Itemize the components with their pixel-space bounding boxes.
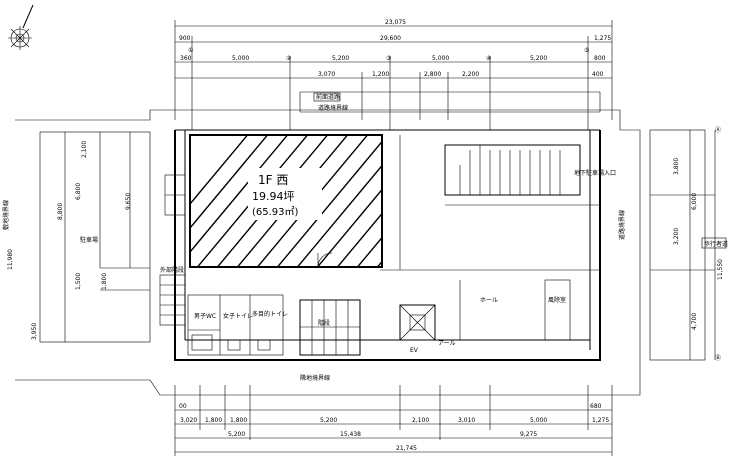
dim-seg2: 5,200 — [332, 55, 349, 62]
road-right-label: 歩行者道 — [704, 240, 728, 248]
dim-bottom-b: 1,800 — [205, 417, 222, 424]
dim-bottom-e: 2,100 — [412, 417, 429, 424]
dim-seg1: 5,000 — [232, 55, 249, 62]
elevator: EV — [399, 304, 436, 354]
dim-right-b: 6,000 — [691, 193, 698, 210]
wc-m-label: 男子WC — [194, 313, 216, 320]
road-top-label: 前面道路 — [316, 93, 340, 101]
dim-row2-d: 2,200 — [462, 71, 479, 78]
dim-bottom-d: 5,200 — [320, 417, 337, 424]
outdoor-stair-label: 外部階段 — [160, 266, 184, 274]
grid-marker-1: ① — [188, 47, 193, 54]
wc-f-label: 女子トイレ — [223, 312, 253, 320]
dim-left-f: 1,500 — [75, 273, 82, 290]
dim-sub-left: 360 — [180, 55, 192, 62]
dim-row2-a: 3,070 — [318, 71, 335, 78]
dim-row2-c: 2,800 — [424, 71, 441, 78]
right-dimensions: 3,800 6,000 3,200 4,700 11,550 歩行者道 道路境界… — [618, 126, 728, 362]
central-stairs: 階段 — [299, 299, 361, 356]
dim-span-main: 29,600 — [380, 35, 401, 42]
dim-left-g: 3,950 — [31, 323, 38, 340]
alley-label: 地下駐車場入口 — [574, 169, 616, 177]
dim-bottom-f: 3,010 — [458, 417, 475, 424]
dim-seg4: 5,200 — [530, 55, 547, 62]
dim-bottom-left-small: 00 — [179, 403, 187, 410]
unit-floor-label: 1F 西 — [258, 173, 288, 187]
dim-left-c: 8,800 — [57, 203, 64, 220]
compass-icon — [8, 4, 34, 50]
parking-area: 駐車場 2,100 6,800 8,800 9,650 1,800 1,500 … — [2, 131, 151, 343]
dim-bottom-c: 1,800 — [230, 417, 247, 424]
wc-x-label: 多目的トイレ — [252, 310, 288, 318]
grid-marker-a: Ⓐ — [715, 126, 721, 134]
dim-right-a: 3,800 — [673, 158, 680, 175]
unit-area-m2: (65.93㎡) — [252, 206, 299, 218]
site-boundary — [15, 109, 641, 396]
road-bottom-label: 隣地境界線 — [300, 374, 330, 382]
entrance-label: 風除室 — [548, 296, 566, 304]
bottom-right-text: アール — [438, 340, 456, 347]
dim-bottom-row2-b: 15,438 — [340, 431, 361, 438]
bottom-dimensions: 隣地境界線 00 680 3,020 1,800 1,800 5,200 2,1… — [174, 374, 613, 456]
dim-left-d: 9,650 — [125, 193, 132, 210]
boundary-right-label: 道路境界線 — [618, 210, 626, 240]
dim-bottom-a: 3,020 — [180, 417, 197, 424]
boundary-left-label: 敷地境界線 — [2, 200, 10, 230]
dim-right-d: 4,700 — [691, 313, 698, 330]
dim-overall-top: 23,075 — [385, 19, 406, 26]
stairs-label: 階段 — [318, 319, 330, 327]
dim-bottom-right-small: 680 — [590, 403, 602, 410]
parking-label: 駐車場 — [80, 236, 98, 244]
dim-bottom-row2-a: 5,200 — [228, 431, 245, 438]
dim-right-end: 1,275 — [594, 35, 611, 42]
dim-bottom-h: 1,275 — [592, 417, 609, 424]
dim-left-end: 900 — [179, 35, 191, 42]
dim-right-sub: 800 — [594, 55, 606, 62]
building-walls — [174, 129, 601, 361]
grid-marker-3: ③ — [386, 55, 391, 62]
unit-area-tsubo: 19.94坪 — [252, 190, 295, 203]
grid-marker-2: ② — [286, 55, 292, 62]
dim-seg3: 5,000 — [432, 55, 449, 62]
top-dimensions: 23,075 29,600 1,275 900 360 5,000 5,200 … — [174, 19, 613, 130]
right-stairs: 地下駐車場入口 — [399, 135, 616, 270]
boundary-top-label: 道路境界線 — [318, 104, 348, 112]
left-entrance: 外部階段 — [159, 174, 186, 326]
grid-marker-5: ⑤ — [584, 47, 589, 54]
dim-row2-e: 400 — [592, 71, 604, 78]
dim-bottom-overall: 21,745 — [396, 445, 417, 452]
dim-left-total: 11,980 — [7, 249, 14, 270]
dim-left-b: 6,800 — [75, 183, 82, 200]
grid-marker-4: ④ — [486, 55, 491, 62]
hall: ホール アール 風除室 — [380, 269, 600, 347]
dim-left-e: 1,800 — [101, 273, 108, 290]
grid-marker-b: Ⓑ — [715, 354, 721, 362]
wc-block: 男子WC 女子トイレ 多目的トイレ — [187, 294, 288, 356]
dim-bottom-row2-c: 9,275 — [520, 431, 537, 438]
hall-label: ホール — [480, 297, 498, 304]
dim-left-a: 2,100 — [81, 141, 88, 158]
ev-label: EV — [410, 347, 419, 354]
unit-1f-west: 1F 西 19.94坪 (65.93㎡) — [189, 134, 383, 268]
dim-bottom-g: 5,000 — [530, 417, 547, 424]
dim-row2-b: 1,200 — [372, 71, 389, 78]
dim-right-total: 11,550 — [717, 259, 724, 280]
dim-right-c: 3,200 — [673, 228, 680, 245]
